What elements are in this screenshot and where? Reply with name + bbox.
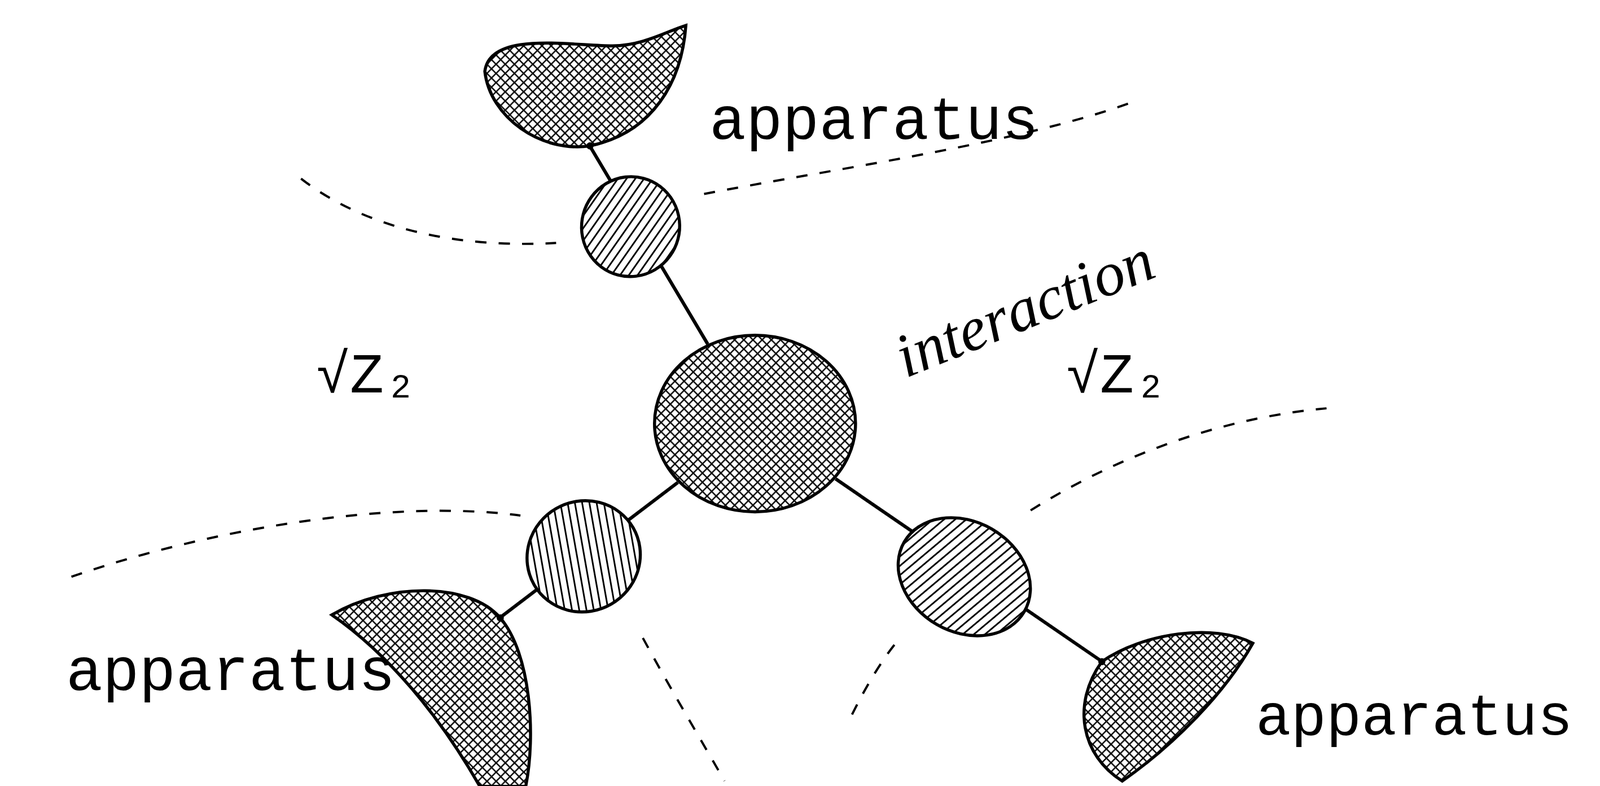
- apparatus-bowl: apparatus: [326, 576, 542, 786]
- attach-dot: [1098, 657, 1106, 665]
- apparatus-bowl: apparatus: [1066, 617, 1261, 786]
- apparatus-label: apparatus: [1255, 689, 1573, 748]
- dashed-boundary: [704, 102, 1133, 195]
- bowl-outline: [484, 25, 686, 147]
- apparatus-bowl-shape: [326, 576, 542, 786]
- propagator-blob: [876, 493, 1052, 659]
- blob-outline: [654, 335, 856, 512]
- dashed-boundaries: [71, 102, 1327, 781]
- dashed-boundary: [642, 637, 725, 781]
- propagator-line: [835, 478, 1103, 662]
- attach-dot: [496, 614, 504, 622]
- propagator-blob: [570, 165, 692, 288]
- bowl-outline: [1084, 632, 1253, 781]
- apparatus-label: apparatus: [709, 91, 1039, 153]
- interaction-blob-shape: [652, 333, 858, 514]
- dashed-boundary: [852, 637, 901, 715]
- bowl-outline: [331, 590, 531, 786]
- interaction-label: interaction: [886, 228, 1163, 388]
- apparatus-label: apparatus: [66, 642, 396, 704]
- dashed-boundary: [71, 510, 521, 577]
- apparatus-bowl: apparatus: [474, 20, 695, 159]
- dashed-boundary: [300, 178, 556, 244]
- apparatus-bowl-shape: [474, 20, 695, 159]
- apparatus-bowl-shape: [1066, 617, 1261, 786]
- propagator-blob: [506, 479, 661, 633]
- attach-dot: [586, 142, 594, 150]
- dashed-boundary: [1030, 408, 1327, 511]
- factor-label: √Z₂: [1066, 349, 1168, 406]
- factor-label: √Z₂: [316, 349, 418, 406]
- interaction-blob: interaction: [652, 333, 858, 514]
- propagator-blobs: [506, 165, 1052, 659]
